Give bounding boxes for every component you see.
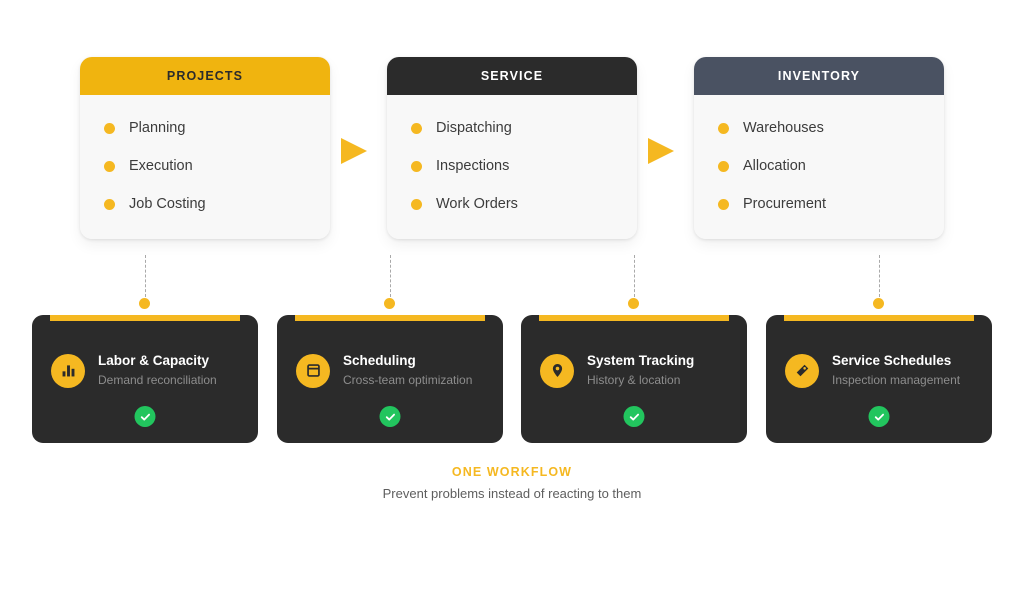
feature-card-labor-capacity[interactable]: Labor & Capacity Demand reconciliation — [32, 315, 258, 443]
feature-title: System Tracking — [587, 353, 695, 368]
phase-item[interactable]: Procurement — [694, 185, 944, 223]
feature-card-system-tracking[interactable]: System Tracking History & location — [521, 315, 747, 443]
feature-accent-bar — [50, 315, 240, 321]
phase-title: PROJECTS — [166, 69, 244, 83]
phase-item-label: Allocation — [743, 158, 806, 174]
phase-header-service: SERVICE — [387, 57, 637, 95]
bullet-dot-icon — [411, 122, 422, 134]
bullet-dot-icon — [104, 160, 115, 172]
feature-accent-bar — [295, 315, 485, 321]
phase-item-label: Job Costing — [129, 196, 206, 212]
phase-body-inventory: Warehouses Allocation Procurement — [694, 95, 944, 239]
phase-item-label: Warehouses — [743, 120, 824, 136]
phase-item-label: Work Orders — [436, 196, 518, 212]
feature-subtitle: Cross-team optimization — [343, 372, 473, 387]
phase-card-inventory[interactable]: INVENTORY Warehouses Allocation Procurem… — [694, 57, 944, 239]
phase-card-projects[interactable]: PROJECTS Planning Execution Job Costing — [80, 57, 330, 239]
bullet-dot-icon — [718, 122, 729, 134]
feature-title: Service Schedules — [832, 353, 952, 368]
phase-item[interactable]: Dispatching — [387, 109, 637, 147]
phase-item[interactable]: Execution — [80, 147, 330, 185]
phase-item[interactable]: Inspections — [387, 147, 637, 185]
connector-line — [634, 255, 635, 297]
status-badge-complete — [134, 406, 156, 427]
arrow-right-icon — [648, 138, 674, 164]
phase-header-inventory: INVENTORY — [694, 57, 944, 95]
phase-item[interactable]: Planning — [80, 109, 330, 147]
calendar-icon — [296, 353, 330, 388]
bar-chart-icon — [51, 353, 85, 388]
status-badge-complete — [868, 406, 890, 427]
map-pin-icon — [540, 353, 574, 388]
tag-icon — [785, 353, 819, 388]
status-badge-complete — [379, 406, 401, 427]
connector-line — [145, 255, 146, 297]
phase-header-projects: PROJECTS — [80, 57, 330, 95]
phase-item-label: Inspections — [436, 158, 510, 174]
bullet-dot-icon — [718, 198, 729, 210]
bullet-dot-icon — [411, 160, 422, 172]
feature-title: Scheduling — [343, 353, 416, 368]
bullet-dot-icon — [718, 160, 729, 172]
footer-caption: ONE WORKFLOW Prevent problems instead of… — [0, 465, 1024, 501]
bullet-dot-icon — [104, 122, 115, 134]
phase-item-label: Execution — [129, 158, 193, 174]
phase-body-service: Dispatching Inspections Work Orders — [387, 95, 637, 239]
footer-title: ONE WORKFLOW — [451, 465, 573, 479]
feature-title: Labor & Capacity — [98, 353, 210, 368]
phase-item[interactable]: Allocation — [694, 147, 944, 185]
footer-subtitle: Prevent problems instead of reacting to … — [382, 486, 642, 501]
phase-body-projects: Planning Execution Job Costing — [80, 95, 330, 239]
phase-item[interactable]: Warehouses — [694, 109, 944, 147]
feature-card-scheduling[interactable]: Scheduling Cross-team optimization — [277, 315, 503, 443]
bullet-dot-icon — [104, 198, 115, 210]
phase-item-label: Planning — [129, 120, 186, 136]
feature-subtitle: Demand reconciliation — [98, 372, 217, 387]
phase-title: INVENTORY — [777, 69, 861, 83]
phase-title: SERVICE — [480, 69, 544, 83]
feature-subtitle: History & location — [587, 372, 681, 387]
phase-item-label: Dispatching — [436, 120, 512, 136]
feature-accent-bar — [539, 315, 729, 321]
feature-subtitle: Inspection management — [832, 372, 961, 387]
feature-card-service-schedules[interactable]: Service Schedules Inspection management — [766, 315, 992, 443]
phase-item-label: Procurement — [743, 196, 827, 212]
connector-dot-icon — [384, 298, 395, 309]
phase-item[interactable]: Work Orders — [387, 185, 637, 223]
phase-item[interactable]: Job Costing — [80, 185, 330, 223]
feature-accent-bar — [784, 315, 974, 321]
phase-card-service[interactable]: SERVICE Dispatching Inspections Work Ord… — [387, 57, 637, 239]
connector-dot-icon — [873, 298, 884, 309]
connector-dot-icon — [628, 298, 639, 309]
bullet-dot-icon — [411, 198, 422, 210]
arrow-right-icon — [341, 138, 367, 164]
connector-dot-icon — [139, 298, 150, 309]
status-badge-complete — [623, 406, 645, 427]
connector-line — [879, 255, 880, 297]
connector-line — [390, 255, 391, 297]
